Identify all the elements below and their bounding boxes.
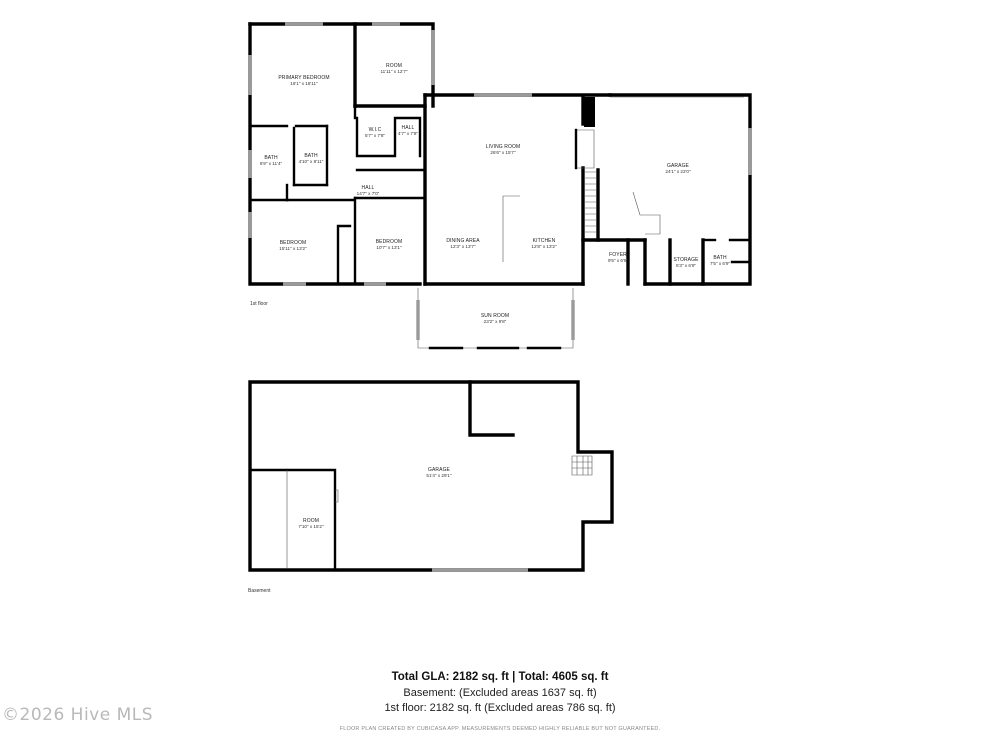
- room-dimension-room-b: 7'10" x 15'2": [298, 524, 324, 529]
- total-area: Total GLA: 2182 sq. ft | Total: 4605 sq.…: [391, 671, 609, 683]
- room-dimension-foyer: 9'5" x 6'9": [608, 258, 628, 263]
- floor-label-basement: Basement: [248, 588, 271, 594]
- room-label-garage-1: GARAGE: [667, 163, 690, 169]
- room-label-hall-upper: HALL: [402, 125, 415, 131]
- room-label-sun-room: SUN ROOM: [481, 313, 509, 319]
- room-label-storage: STORAGE: [673, 257, 699, 263]
- first-floor-area: 1st floor: 2182 sq. ft (Excluded areas 7…: [384, 702, 616, 714]
- disclaimer-text: FLOOR PLAN CREATED BY CUBICASA APP. MEAS…: [339, 726, 661, 732]
- room-label-bedroom-2: BEDROOM: [376, 239, 403, 245]
- sun-room-outline: [416, 288, 575, 350]
- room-label-bedroom-1: BEDROOM: [280, 240, 307, 246]
- room-dimension-room: 11'11" x 12'7": [380, 69, 407, 74]
- first-floor-plan: [248, 22, 752, 350]
- room-label-bath-left: BATH: [264, 155, 278, 161]
- room-label-foyer: FOYER: [609, 252, 627, 258]
- room-dimension-garage-b: 51'4" x 29'1": [426, 473, 452, 478]
- room-label-kitchen: KITCHEN: [533, 238, 556, 244]
- room-dimension-bedroom-2: 10'7" x 13'1": [376, 245, 402, 250]
- room-label-dining-area: DINING AREA: [446, 238, 480, 244]
- room-label-room-b: ROOM: [303, 518, 319, 524]
- room-dimension-hall-upper: 4'7" x 7'8": [398, 131, 418, 136]
- room-dimension-kitchen: 12'8" x 13'2": [531, 244, 557, 249]
- room-label-bath-garage: BATH: [713, 255, 727, 261]
- basement-plan: [248, 380, 614, 572]
- room-label-wic: W.I.C: [369, 127, 382, 133]
- room-dimension-storage: 5'3" x 6'9": [676, 263, 696, 268]
- room-label-primary-bedroom: PRIMARY BEDROOM: [278, 75, 329, 81]
- room-label-bath-inner: BATH: [304, 153, 318, 159]
- room-dimension-primary-bedroom: 16'1" x 18'11": [290, 81, 318, 86]
- room-label-room: ROOM: [386, 63, 402, 69]
- room-dimension-bath-left: 6'9" x 11'4": [260, 161, 283, 166]
- basement-area: Basement: (Excluded areas 1637 sq. ft): [403, 687, 597, 699]
- room-dimension-garage-1: 24'1" x 22'0": [665, 169, 691, 174]
- stairs-basement: [571, 455, 593, 476]
- room-label-garage-b: GARAGE: [428, 467, 451, 473]
- watermark: ©2026 Hive MLS: [2, 705, 154, 725]
- room-dimension-dining-area: 12'3" x 13'7": [450, 244, 476, 249]
- room-label-living-room: LIVING ROOM: [486, 144, 520, 150]
- room-dimension-wic: 5'7" x 7'8": [365, 133, 385, 138]
- room-label-hall-lower: HALL: [362, 185, 375, 191]
- room-dimension-bath-garage: 7'5" x 6'9": [710, 261, 730, 266]
- room-dimension-hall-lower: 14'7" x 7'0": [357, 191, 380, 196]
- room-dimension-sun-room: 23'2" x 9'8": [484, 319, 507, 324]
- room-dimension-bath-inner: 4'10" x 8'11": [299, 159, 324, 164]
- stairs-1st-floor: [585, 171, 596, 233]
- room-dimension-bedroom-1: 15'11" x 13'2": [279, 246, 307, 251]
- floor-label-1st: 1st floor: [250, 301, 268, 307]
- room-dimension-living-room: 26'6" x 15'7": [490, 150, 516, 155]
